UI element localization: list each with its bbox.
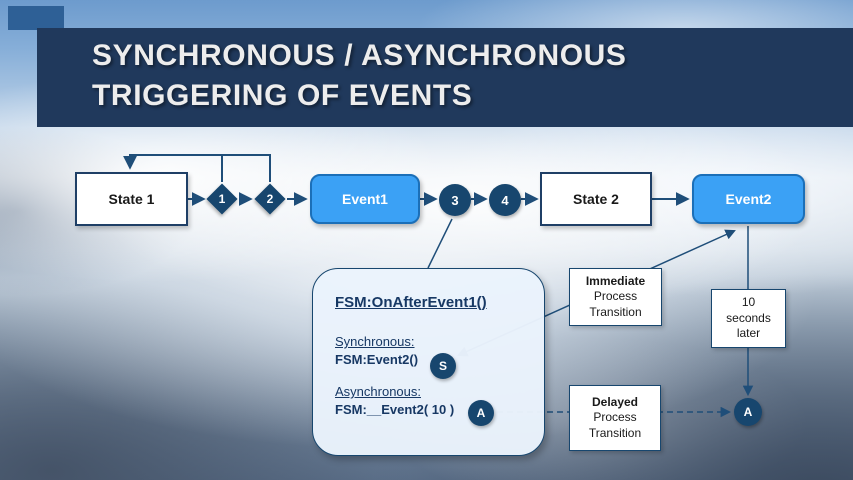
slide-title-line2: TRIGGERING OF EVENTS	[92, 79, 473, 112]
ten-seconds-later-label: 10 seconds later	[711, 289, 786, 348]
state2-label: State 2	[573, 191, 619, 207]
step2-number: 2	[266, 192, 274, 206]
state1-node: State 1	[75, 172, 188, 226]
banner-accent-rect	[8, 6, 64, 30]
slide-title-line1: SYNCHRONOUS / ASYNCHRONOUS	[92, 39, 627, 72]
sync-code: FSM:Event2()	[335, 352, 419, 367]
sync-badge-circle: S	[430, 353, 456, 379]
async-badge-circle: A	[468, 400, 494, 426]
event2-node: Event2	[692, 174, 805, 224]
callout-connector	[427, 218, 453, 269]
event1-label: Event1	[342, 191, 388, 207]
async-target-badge-letter: A	[743, 405, 753, 419]
async-target-badge-circle: A	[734, 398, 762, 426]
delay-line3: later	[736, 326, 761, 341]
fsm-callout: FSM:OnAfterEvent1() Synchronous: FSM:Eve…	[312, 268, 545, 456]
delayed-line2: Process	[593, 410, 637, 425]
step3-number: 3	[451, 192, 459, 208]
immediate-line2: Process	[593, 289, 638, 304]
delay-line2: seconds	[726, 310, 771, 325]
step2-diamond: 2	[256, 185, 284, 213]
event2-label: Event2	[725, 191, 772, 207]
event1-node: Event1	[310, 174, 420, 224]
state1-label: State 1	[108, 191, 155, 207]
slide-title: SYNCHRONOUS / ASYNCHRONOUS TRIGGERING OF…	[92, 36, 627, 116]
delayed-line3: Transition	[588, 425, 642, 440]
step1-number: 1	[218, 192, 226, 206]
immediate-line3: Transition	[589, 304, 642, 319]
step4-circle: 4	[489, 184, 521, 216]
delayed-transition-label: Delayed Process Transition	[569, 385, 661, 451]
title-banner	[37, 28, 853, 127]
async-label: Asynchronous:	[335, 384, 421, 399]
callout-heading: FSM:OnAfterEvent1()	[335, 294, 487, 311]
state2-node: State 2	[540, 172, 652, 226]
async-badge-letter: A	[476, 406, 486, 420]
immediate-line1: Immediate	[585, 273, 646, 288]
step4-number: 4	[501, 192, 509, 208]
feedback-arrow	[123, 154, 271, 182]
delay-line1: 10	[741, 295, 756, 310]
sync-label: Synchronous:	[335, 334, 415, 349]
sync-badge-letter: S	[438, 359, 447, 373]
async-code: FSM:__Event2( 10 )	[335, 402, 455, 417]
step1-diamond: 1	[208, 185, 236, 213]
step3-circle: 3	[439, 184, 471, 216]
delayed-line1: Delayed	[591, 394, 639, 409]
immediate-transition-label: Immediate Process Transition	[569, 268, 662, 326]
